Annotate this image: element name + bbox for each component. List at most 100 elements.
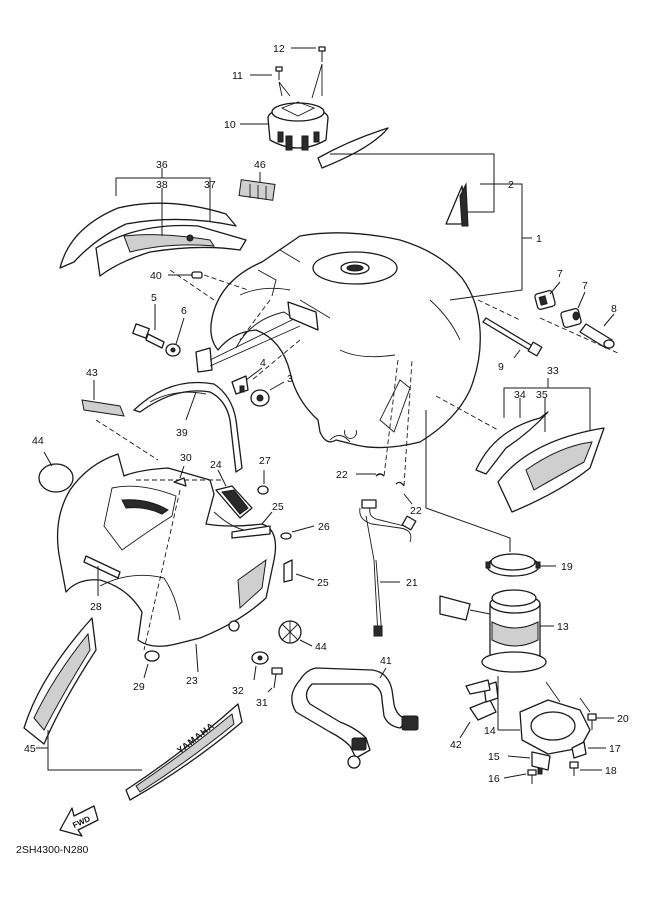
fuel-tank[interactable]: [210, 232, 481, 449]
damper-7a[interactable]: [534, 289, 556, 311]
callout-8[interactable]: 8: [611, 303, 617, 315]
bracket-4[interactable]: [231, 375, 249, 395]
cap-bolt-11[interactable]: [275, 66, 283, 80]
callout-15[interactable]: 15: [488, 751, 500, 763]
callout-12[interactable]: 12: [273, 43, 285, 55]
callout-40[interactable]: 40: [150, 270, 162, 282]
grommet-3[interactable]: [250, 389, 270, 407]
bolt-5[interactable]: [132, 323, 165, 349]
callout-41[interactable]: 41: [380, 655, 392, 667]
clip-22b[interactable]: [395, 481, 405, 487]
damper-25a[interactable]: [231, 525, 271, 539]
tank-emblem-44b[interactable]: [278, 620, 302, 644]
washer-6[interactable]: [165, 343, 181, 357]
callout-36[interactable]: 36: [156, 159, 168, 171]
callout-18[interactable]: 18: [605, 765, 617, 777]
side-trim-left-36[interactable]: [59, 202, 247, 277]
frame-protector-39[interactable]: [133, 381, 243, 473]
callout-35[interactable]: 35: [536, 389, 548, 401]
callout-10[interactable]: 10: [224, 119, 236, 131]
callout-46[interactable]: 46: [254, 159, 266, 171]
callout-4[interactable]: 4: [260, 357, 266, 369]
callout-26[interactable]: 26: [318, 521, 330, 533]
callout-31[interactable]: 31: [256, 697, 268, 709]
fuel-cap-assembly[interactable]: [267, 101, 329, 151]
bolt-9[interactable]: [482, 317, 543, 357]
callout-32[interactable]: 32: [232, 685, 244, 697]
callout-33[interactable]: 33: [547, 365, 559, 377]
clip-26[interactable]: [280, 532, 292, 540]
pump-gasket-14[interactable]: [519, 699, 591, 755]
decal-45-upper[interactable]: [23, 617, 97, 745]
callout-21[interactable]: 21: [406, 577, 418, 589]
callout-6[interactable]: 6: [181, 305, 187, 317]
strip-28[interactable]: [83, 555, 121, 579]
callout-25b[interactable]: 25: [317, 577, 329, 589]
fwd-arrow-icon: FWD: [59, 805, 99, 837]
diagram-code: 2SH4300-N280: [16, 844, 89, 856]
callout-9[interactable]: 9: [498, 361, 504, 373]
decal-45-lower[interactable]: YAMAHA: [125, 703, 243, 801]
callout-17[interactable]: 17: [609, 743, 621, 755]
tank-emblem-44a[interactable]: [38, 463, 74, 493]
callout-23[interactable]: 23: [186, 675, 198, 687]
tank-cover-23[interactable]: [56, 453, 277, 647]
damper-25b[interactable]: [283, 559, 293, 583]
decal-43[interactable]: [81, 399, 125, 417]
pump-ring-19[interactable]: [485, 553, 541, 577]
clip-17[interactable]: [571, 741, 587, 759]
callout-29[interactable]: 29: [133, 681, 145, 693]
callout-45[interactable]: 45: [24, 743, 36, 755]
clamp-15[interactable]: [531, 751, 551, 775]
screw-20[interactable]: [587, 713, 597, 730]
tank-rear-bracket: [195, 301, 319, 373]
callout-14[interactable]: 14: [484, 725, 496, 737]
callout-16[interactable]: 16: [488, 773, 500, 785]
callout-7a[interactable]: 7: [557, 268, 563, 280]
callout-19[interactable]: 19: [561, 561, 573, 573]
callout-20[interactable]: 20: [617, 713, 629, 725]
callout-22b[interactable]: 22: [410, 505, 422, 517]
screw-31[interactable]: [271, 667, 283, 689]
callout-34[interactable]: 34: [514, 389, 526, 401]
damper-24[interactable]: [215, 485, 253, 519]
callout-37[interactable]: 37: [204, 179, 216, 191]
callout-3[interactable]: 3: [287, 373, 293, 385]
grommet-27[interactable]: [257, 485, 269, 495]
fuel-pump-13[interactable]: [439, 589, 547, 673]
washer-32[interactable]: [251, 651, 269, 665]
side-trim-right-33[interactable]: [475, 411, 605, 513]
screw-18[interactable]: [569, 761, 579, 776]
callout-22a[interactable]: 22: [336, 469, 348, 481]
decal-46[interactable]: [238, 179, 276, 201]
callout-13[interactable]: 13: [557, 621, 569, 633]
grommet-29[interactable]: [144, 650, 160, 662]
clip-30[interactable]: [173, 477, 187, 487]
callout-1[interactable]: 1: [536, 233, 542, 245]
clip-40[interactable]: [168, 271, 249, 291]
callout-39[interactable]: 39: [176, 427, 188, 439]
breather-hose-21[interactable]: [359, 499, 417, 637]
callout-24[interactable]: 24: [210, 459, 222, 471]
clip-22a[interactable]: [375, 473, 385, 477]
callout-11[interactable]: 11: [232, 70, 243, 82]
callout-27[interactable]: 27: [259, 455, 271, 467]
callout-44b[interactable]: 44: [315, 641, 327, 653]
screw-16[interactable]: [527, 769, 537, 784]
fuel-hose-41[interactable]: [291, 667, 491, 769]
damper-7b[interactable]: [560, 307, 582, 329]
callout-38[interactable]: 38: [156, 179, 168, 191]
callout-30[interactable]: 30: [180, 452, 192, 464]
collar-8[interactable]: [579, 323, 615, 349]
callout-2[interactable]: 2: [508, 179, 514, 191]
callout-28[interactable]: 28: [90, 601, 102, 613]
callout-7b[interactable]: 7: [582, 280, 588, 292]
cap-bolt-12[interactable]: [318, 46, 326, 62]
callout-5[interactable]: 5: [151, 292, 157, 304]
callout-44a[interactable]: 44: [32, 435, 44, 447]
callout-42[interactable]: 42: [450, 739, 462, 751]
callout-43[interactable]: 43: [86, 367, 98, 379]
callout-25a[interactable]: 25: [272, 501, 284, 513]
tank-decal-2[interactable]: [317, 127, 469, 227]
